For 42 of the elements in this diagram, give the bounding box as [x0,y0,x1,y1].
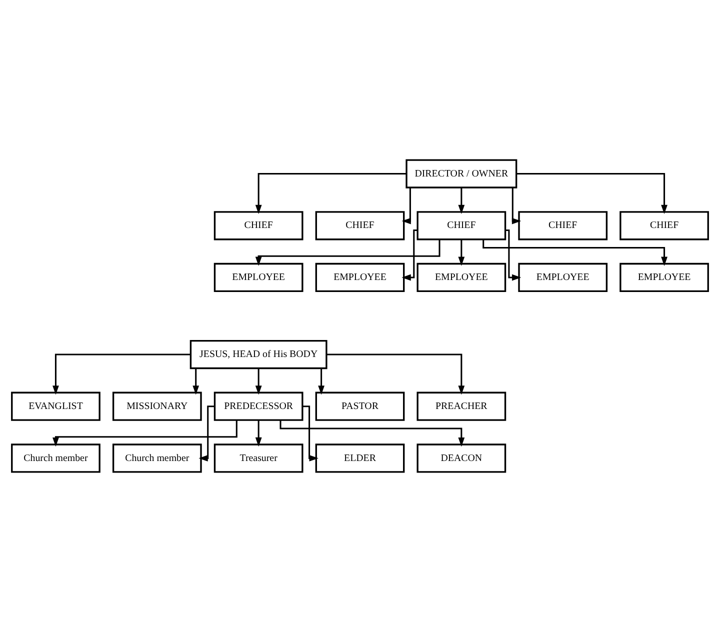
node-box: CHIEF [214,211,304,240]
arrow [52,420,238,447]
node-box: PREACHER [416,392,506,421]
node-box: EMPLOYEE [214,262,304,292]
arrow [318,368,324,395]
node-box: PASTOR [315,392,405,421]
node-box: EMPLOYEE [620,262,709,292]
node-box: CHIEF [416,211,506,240]
arrow [255,420,262,447]
arrow [512,188,522,224]
node-box: JESUS, HEAD of His BODY [190,340,328,370]
arrow [402,229,418,281]
arrow [326,354,465,395]
node-box: CHIEF [620,211,709,240]
arrow [255,173,406,214]
arrow [482,240,668,266]
node-box: CHIEF [518,211,608,240]
arrow [198,406,215,462]
node-box: ELDER [315,444,405,473]
node-box: MISSIONARY [112,392,202,421]
node-box: EMPLOYEE [416,262,506,292]
node-box: EMPLOYEE [518,262,608,292]
arrow [516,173,668,214]
node-box: EMPLOYEE [315,262,405,292]
arrow [506,229,522,281]
arrow [255,368,262,395]
arrow [255,239,440,266]
arrow [302,406,318,462]
node-box: DEACON [416,444,506,473]
node-box: Church member [112,444,202,473]
arrow [458,240,465,266]
arrow [280,420,465,447]
arrow [402,188,411,224]
arrow [458,188,465,214]
node-box: DIRECTOR / OWNER [406,159,518,188]
node-box: Church member [11,444,100,473]
arrow [52,354,190,395]
node-box: Treasurer [214,444,304,473]
node-box: PREDECESSOR [214,392,304,421]
node-box: CHIEF [315,211,405,240]
node-box: EVANGLIST [11,392,100,421]
arrow [192,368,200,395]
